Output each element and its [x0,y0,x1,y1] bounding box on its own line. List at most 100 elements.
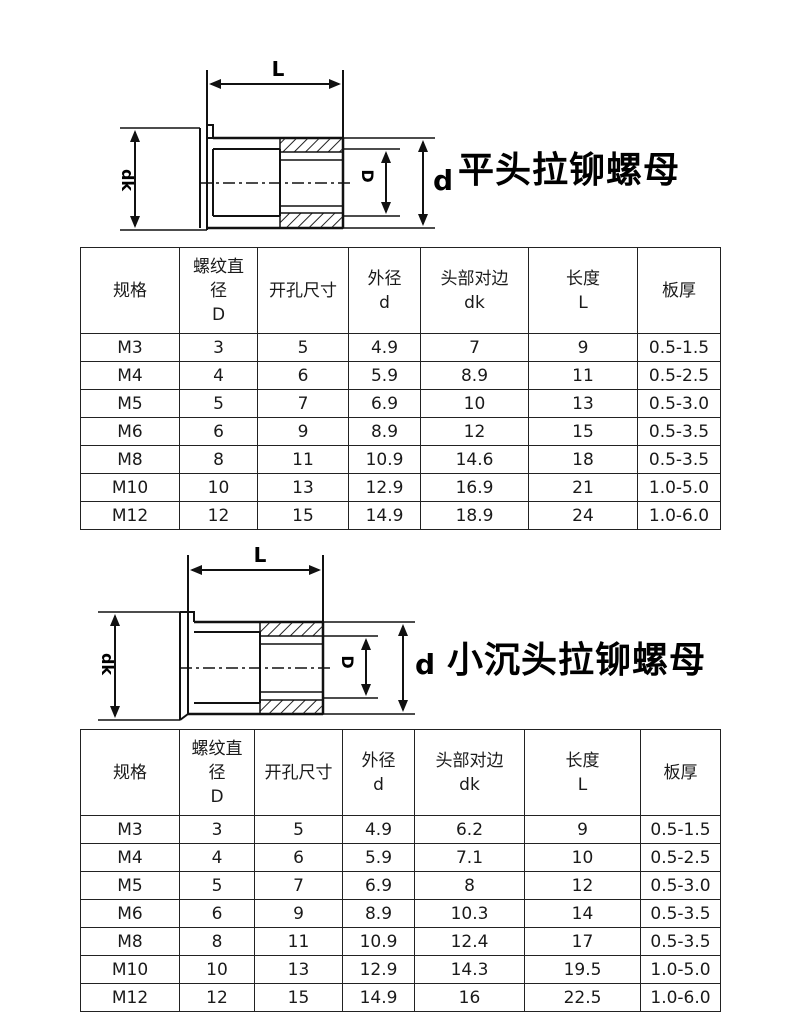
header-hole-size: 开孔尺寸 [254,729,343,816]
table-cell: 6 [257,361,349,390]
table-cell: 12.9 [348,473,421,502]
table-cell: 5 [179,389,258,418]
table-cell: 10.3 [414,899,525,928]
table-cell: 4.9 [348,333,421,362]
table-cell: 9 [257,417,349,446]
header-plate-thickness: 板厚 [637,247,721,334]
table-cell: 19.5 [524,955,641,984]
table-cell: 18 [528,445,638,474]
dim-label-dk: dk [98,653,117,675]
table-cell: 1.0-6.0 [637,501,721,530]
table-cell: 6 [179,899,255,928]
table-cell: 9 [528,333,638,362]
table-cell: 13 [257,473,349,502]
table-cell: 16.9 [420,473,529,502]
table-cell: 13 [528,389,638,418]
table-cell: 7 [254,871,343,900]
table-cell: 14 [524,899,641,928]
table-cell: 7.1 [414,843,525,872]
table-cell: 14.6 [420,445,529,474]
small-countersunk-rivet-nut-title: 小沉头拉铆螺母 [447,640,707,681]
header-length: 长度 L [524,729,641,816]
table-cell: 3 [179,815,255,844]
table-cell: M8 [80,927,180,956]
table-cell: 4.9 [342,815,415,844]
dim-label-L: L [254,543,267,567]
table-cell: 8 [179,445,258,474]
table-cell: 24 [528,501,638,530]
table-cell: 14.3 [414,955,525,984]
table-cell: 12 [420,417,529,446]
table-cell: M4 [80,361,180,390]
table-cell: 10 [179,955,255,984]
dim-label-d: d [433,164,453,197]
table-cell: 5 [179,871,255,900]
dim-label-D: D [358,169,377,182]
table-cell: 10.9 [348,445,421,474]
table-cell: 0.5-1.5 [640,815,721,844]
table-cell: M8 [80,445,180,474]
table-cell: 11 [528,361,638,390]
header-thread-diameter: 螺纹直 径 D [179,729,255,816]
table-cell: M12 [80,983,180,1012]
dim-label-d: d [415,648,435,681]
table-cell: 8.9 [342,899,415,928]
table-cell: 21 [528,473,638,502]
dim-label-L: L [272,57,285,81]
table-cell: 0.5-3.0 [637,389,721,418]
table-cell: M6 [80,417,180,446]
table-cell: 8 [414,871,525,900]
table-cell: 16 [414,983,525,1012]
header-outer-diameter: 外径 d [348,247,421,334]
table-cell: 9 [524,815,641,844]
header-head-width: 头部对边 dk [414,729,525,816]
table-cell: 10 [420,389,529,418]
table-cell: M3 [80,815,180,844]
table-cell: M10 [80,473,180,502]
table-cell: 0.5-3.5 [640,927,721,956]
table-cell: 10 [179,473,258,502]
table-cell: 11 [257,445,349,474]
table-cell: 22.5 [524,983,641,1012]
table-cell: 0.5-3.5 [637,417,721,446]
table-cell: 4 [179,843,255,872]
table-cell: 8.9 [420,361,529,390]
table-cell: 17 [524,927,641,956]
table-cell: 0.5-1.5 [637,333,721,362]
flat-head-rivet-nut-title: 平头拉铆螺母 [458,150,681,191]
table-cell: M6 [80,899,180,928]
table-cell: 14.9 [342,983,415,1012]
table-cell: 10 [524,843,641,872]
table-cell: 14.9 [348,501,421,530]
header-hole-size: 开孔尺寸 [257,247,349,334]
table-cell: 6.9 [342,871,415,900]
table-cell: 10.9 [342,927,415,956]
table-cell: 1.0-5.0 [637,473,721,502]
table-cell: 0.5-2.5 [637,361,721,390]
table-cell: 6.9 [348,389,421,418]
table-cell: 18.9 [420,501,529,530]
table-cell: M5 [80,871,180,900]
table-cell: 15 [257,501,349,530]
header-thread-diameter: 螺纹直 径 D [179,247,258,334]
header-plate-thickness: 板厚 [640,729,721,816]
table-cell: M4 [80,843,180,872]
table-cell: 7 [420,333,529,362]
header-spec: 规格 [80,729,180,816]
